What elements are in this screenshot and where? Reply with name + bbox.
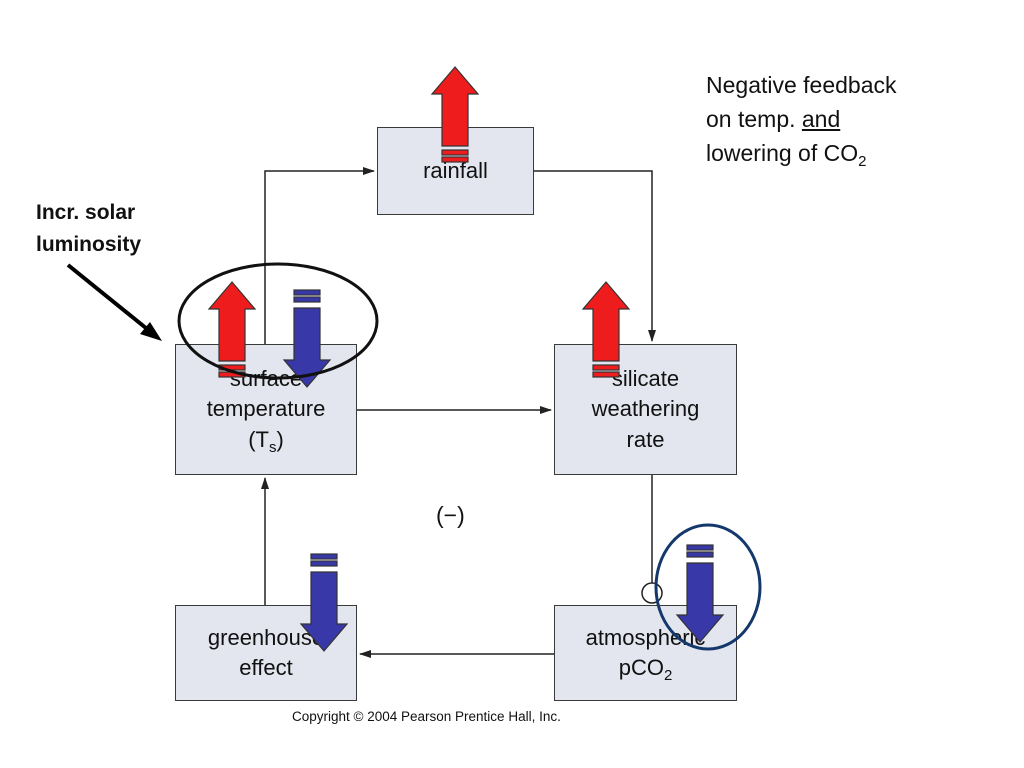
edge-surface-to-rainfall — [264, 167, 375, 344]
silicate-label-line3: rate — [626, 426, 665, 452]
solar-line1: Incr. solar — [36, 201, 136, 224]
loop-sign-label: (−) — [436, 502, 465, 528]
indicator-arrows — [207, 66, 725, 652]
pco2-highlight-circle — [654, 523, 762, 651]
pco2-label-line2: pCO2 — [619, 653, 673, 683]
atmospheric-pco2-down-arrow — [675, 544, 725, 643]
surface-temperature-up-arrow — [207, 281, 257, 378]
silicate-label-line1: silicate — [611, 365, 680, 391]
edge-rainfall-to-silicate — [534, 170, 656, 342]
solar-line2: luminosity — [36, 232, 142, 256]
ts-subscript: s — [268, 438, 277, 456]
surface-label-line2: temperature — [206, 396, 326, 422]
pco2-main: pCO — [618, 655, 664, 680]
note-co2-subscript: 2 — [858, 153, 867, 171]
note-and-underlined: and — [801, 106, 841, 133]
surface-temperature-down-arrow — [282, 289, 332, 388]
solar-luminosity-label: Incr. solar luminosity — [36, 197, 141, 260]
silicate-weathering-box: silicate weathering rate — [554, 344, 737, 475]
surface-temperature-box: surface temperature (Ts) — [175, 344, 357, 475]
surface-label-line3: (Ts) — [248, 425, 284, 455]
solar-pointer-arrowhead — [140, 322, 162, 341]
note-line3: lowering of CO2 — [706, 136, 897, 170]
negative-feedback-note: Negative feedback on temp. and lowering … — [706, 68, 897, 170]
ts-close: ) — [276, 426, 284, 452]
note-line2-text: on temp. — [706, 106, 802, 133]
silicate-label-line2: weathering — [591, 396, 700, 422]
rainfall-up-arrow — [430, 66, 480, 163]
surface-highlight-circle — [177, 262, 379, 380]
greenhouse-label-line2: effect — [239, 655, 293, 680]
pco2-label-line1: atmospheric — [585, 624, 706, 650]
ts-open: (T — [248, 426, 269, 452]
pco2-subscript: 2 — [663, 667, 673, 684]
note-line3-text: lowering of CO — [706, 140, 859, 167]
note-line2: on temp. and — [706, 102, 897, 136]
note-line1: Negative feedback — [706, 72, 897, 98]
silicate-weathering-up-arrow — [581, 281, 631, 378]
copyright-text: Copyright © 2004 Pearson Prentice Hall, … — [292, 709, 561, 724]
greenhouse-effect-down-arrow — [299, 553, 349, 652]
solar-pointer-arrow — [66, 263, 159, 339]
